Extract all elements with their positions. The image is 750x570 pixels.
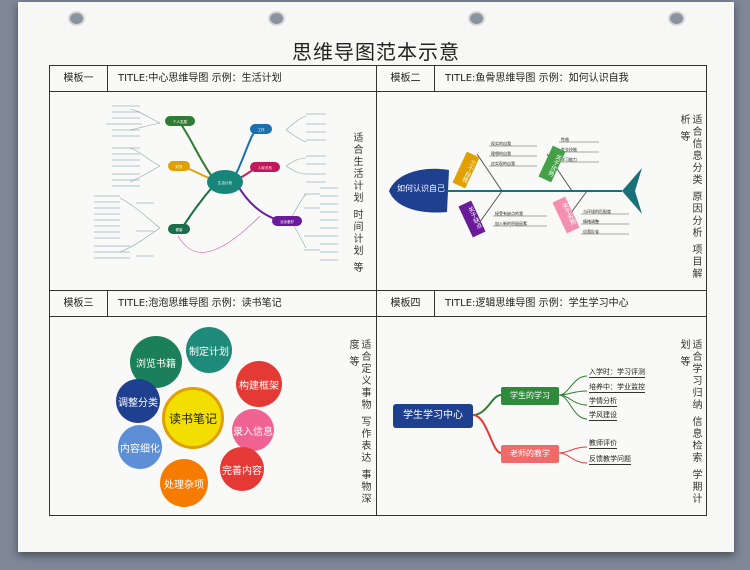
bubble-node: 完善内容 — [220, 447, 264, 491]
bone-item: 性格 — [561, 136, 569, 142]
bone-item: 情绪调整 — [583, 218, 599, 224]
fish-head-label: 如何认识自己 — [397, 184, 445, 193]
panel-name: 模板一 — [50, 66, 108, 91]
panel-fishbone-map: 模板二 TITLE:鱼骨思维导图 示例：如何认识自我 适合信息分类 原因分析 项… — [376, 65, 707, 291]
bone-item: 专业技能 — [561, 146, 577, 152]
bone-item: 现实的自我 — [491, 140, 511, 146]
branch-label: 个人发展 — [173, 119, 187, 124]
page-title: 思维导图范本示意 — [292, 40, 460, 64]
bubble-node: 制定计划 — [186, 327, 232, 373]
panel-header: 模板三 TITLE:泡泡思维导图 示例：读书笔记 — [50, 291, 376, 317]
panel-center-map: 模板一 TITLE:中心思维导图 示例：生活计划 适合生活计划 时间计划 等 — [49, 65, 377, 291]
panel-title: TITLE:中心思维导图 示例：生活计划 — [118, 73, 282, 84]
branch-label: 业余爱好 — [280, 219, 294, 224]
panel-note: 适合生活计划 时间计划 等 — [351, 132, 362, 275]
panel-header: 模板四 TITLE:逻辑思维导图 示例：学生学习中心 — [377, 291, 706, 317]
logic-leaf: 教师评价 — [589, 439, 617, 449]
panel-logic-map: 模板四 TITLE:逻辑思维导图 示例：学生学习中心 适合学习归纳 信息检索 学… — [376, 290, 707, 516]
panel-name: 模板二 — [377, 66, 435, 91]
logic-leaf: 学情分析 — [589, 397, 617, 407]
panel-note: 适合学习归纳 信息检索 学期计划 等 — [678, 339, 701, 506]
branch-label: 财务 — [176, 164, 183, 169]
panel-name: 模板三 — [50, 291, 108, 316]
branch-label: 工作 — [258, 127, 266, 132]
punch-hole — [468, 11, 485, 26]
center-mindmap: 生活计划 个人发展 财务 健康 工作 人际关系 业余爱好 — [94, 105, 338, 261]
bone-item: 接受有缺点的我 — [495, 210, 523, 216]
bone-item: 理想的自我 — [491, 150, 511, 156]
logic-branch-node: 学生的学习 — [501, 387, 559, 405]
branch-label: 健康 — [176, 227, 183, 232]
bubble-node: 处理杂项 — [160, 459, 208, 507]
logic-connectors — [472, 375, 588, 464]
bone-item: 应实现的自我 — [491, 160, 515, 166]
logic-root-node: 学生学习中心 — [393, 404, 473, 428]
bubble-node: 内容细化 — [118, 425, 162, 469]
logic-leaf: 反馈教学问题 — [589, 455, 631, 465]
panel-header: 模板一 TITLE:中心思维导图 示例：生活计划 — [50, 66, 376, 92]
logic-leaf: 培养中：学业监控 — [589, 383, 645, 393]
panel-name: 模板四 — [377, 291, 435, 316]
center-node-label: 生活计划 — [218, 180, 232, 185]
panel-note: 适合信息分类 原因分析 项目解析 等 — [678, 114, 701, 281]
bone-item: 学习能力 — [561, 156, 577, 162]
paper-sheet: 思维导图范本示意 模板一 TITLE:中心思维导图 示例：生活计划 适合生活计划… — [18, 2, 734, 552]
logic-leaf: 学风建设 — [589, 411, 617, 421]
logic-leaf: 入学时：学习评测 — [589, 368, 645, 378]
panel-bubble-map: 模板三 TITLE:泡泡思维导图 示例：读书笔记 适合定义事物 写作表达 事物深… — [49, 290, 377, 516]
branch-label: 人际关系 — [258, 165, 272, 170]
bone-item: 加入新的积极因素 — [495, 220, 527, 226]
panel-title: TITLE:鱼骨思维导图 示例：如何认识自我 — [445, 73, 629, 84]
logic-branch-node: 老师的教学 — [501, 445, 559, 463]
panel-header: 模板二 TITLE:鱼骨思维导图 示例：如何认识自我 — [377, 66, 706, 92]
punch-hole — [268, 11, 285, 26]
bubble-node: 调整分类 — [116, 379, 160, 423]
fishbone-diagram: 现实的自我 理想的自我 应实现的自我 性格 专业技能 学习能力 接受有缺点的我 … — [389, 136, 642, 235]
punch-hole — [668, 11, 685, 26]
panel-title: TITLE:泡泡思维导图 示例：读书笔记 — [118, 298, 282, 309]
punch-hole — [68, 11, 85, 26]
bone-item: 自我反省 — [583, 228, 599, 234]
bubble-node: 构建框架 — [236, 361, 282, 407]
bone-item: 与环境的匹配度 — [583, 208, 611, 214]
bubble-node: 录入信息 — [232, 409, 274, 451]
panel-note: 适合定义事物 写作表达 事物深度 等 — [347, 339, 370, 506]
panel-title: TITLE:逻辑思维导图 示例：学生学习中心 — [445, 298, 629, 309]
bubble-center: 读书笔记 — [162, 387, 224, 449]
